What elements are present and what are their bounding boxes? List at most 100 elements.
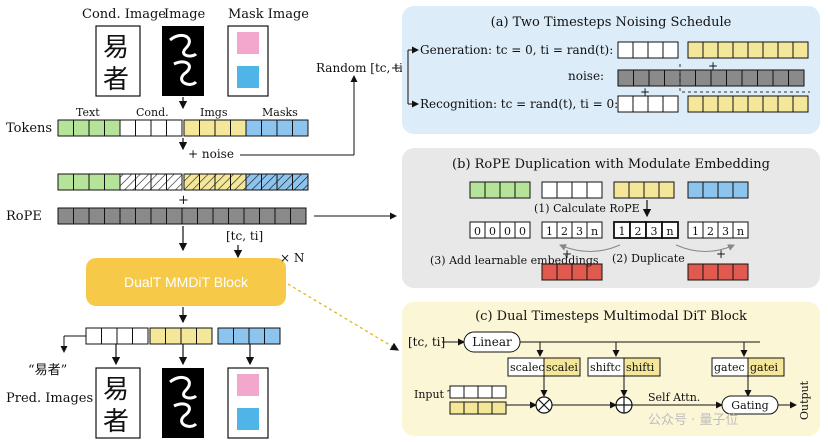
- scale-i-label: scalei: [546, 361, 578, 374]
- scale-i-box: [543, 357, 581, 377]
- pred-images-label: Pred. Images: [6, 391, 93, 406]
- rec-cond-token: [647, 95, 664, 113]
- rope-cell-mask: [732, 221, 749, 239]
- rope-token: [104, 207, 121, 225]
- noise-token: [741, 69, 758, 87]
- rope-cell-cond: [586, 221, 603, 239]
- noise-token: [679, 69, 696, 87]
- cond-image-label: Cond. Image: [82, 7, 166, 22]
- pred-text: “易者”: [28, 363, 67, 378]
- pb-mask-token: [732, 181, 749, 199]
- output-label: Output: [798, 380, 811, 420]
- noise-split-dashed: [679, 64, 810, 93]
- img-noised-token: [214, 173, 231, 191]
- header-text: Text: [76, 106, 100, 119]
- out-img-token: [165, 327, 182, 345]
- noised-token-row: [57, 173, 309, 191]
- pred-calligraphy-glyph: [169, 376, 198, 428]
- panel-b-title: (b) RoPE Duplication with Modulate Embed…: [452, 157, 770, 172]
- self-attn-label: Self Attn.: [648, 391, 700, 404]
- output-token-row: [85, 327, 281, 345]
- rope-token: [57, 207, 74, 225]
- rope-label: RoPE: [6, 209, 42, 224]
- out-mask-token: [264, 327, 281, 345]
- rope-cell-cond-label: n: [591, 225, 598, 238]
- input-img-token: [463, 401, 479, 415]
- out-cond-token: [101, 327, 118, 345]
- input-cond-token: [449, 385, 465, 399]
- dualt-block-label: DualT MMDiT Block: [124, 274, 249, 290]
- gate-i-label: gatei: [750, 361, 779, 374]
- zero-cell-label: 0: [504, 225, 511, 238]
- rope-cell-img: [661, 221, 679, 239]
- pb-mask-token: [717, 181, 734, 199]
- text-token: [73, 119, 90, 137]
- out-cond-token: [116, 327, 133, 345]
- text-token: [88, 173, 105, 191]
- img-token: [214, 119, 231, 137]
- dualt-mmdit-block: [86, 258, 286, 306]
- noise-token: [788, 69, 805, 87]
- rec-img-token: [792, 95, 809, 113]
- duplicate-label: (2) Duplicate: [612, 252, 685, 265]
- img-noised-token: [230, 173, 247, 191]
- noise-token: [617, 69, 634, 87]
- cond-image: [95, 25, 141, 97]
- mask-token: [292, 119, 309, 137]
- gen-cond-token: [617, 41, 634, 59]
- gen-img-token: [732, 41, 749, 59]
- gate-i-box: [747, 357, 785, 377]
- pred-cond-image: [95, 367, 141, 439]
- gen-img-token: [717, 41, 734, 59]
- gen-img-token: [702, 41, 719, 59]
- recognition-label: Recognition: tc = rand(t), ti = 0:: [420, 97, 618, 111]
- rope-cell-img-label: 2: [635, 225, 642, 238]
- rec-cond-token: [617, 95, 634, 113]
- rope-cell-mask-label: 1: [692, 225, 699, 238]
- header-masks: Masks: [262, 106, 298, 119]
- rope-token: [181, 207, 198, 225]
- rope-cell-cond-label: 3: [576, 225, 583, 238]
- gen-cond-token: [662, 41, 679, 59]
- input-img-token: [477, 401, 493, 415]
- calc-rope-label: (1) Calculate RoPE: [534, 202, 640, 215]
- pred-char-1: 易: [103, 375, 129, 405]
- tc-ti-c: [tc, ti]: [408, 335, 445, 349]
- text-token: [104, 119, 121, 137]
- mask-noised-token: [261, 173, 278, 191]
- rope-cell-cond-label: 2: [561, 225, 568, 238]
- pb-text-token: [484, 181, 501, 199]
- plus-sign: +: [178, 193, 189, 208]
- plus-rec: +: [640, 85, 650, 99]
- rope-token: [274, 207, 291, 225]
- zero-cell-label: 0: [519, 225, 526, 238]
- pb-cond-token: [586, 181, 603, 199]
- noise-token: [633, 69, 650, 87]
- out-cond-token: [132, 327, 149, 345]
- gen-img-token: [762, 41, 779, 59]
- plus-b1: +: [562, 247, 572, 261]
- rope-cell-mask-label: n: [737, 225, 744, 238]
- pb-cond-token: [556, 181, 573, 199]
- rope-cell-cond-label: 1: [546, 225, 553, 238]
- out-cond-token: [85, 327, 102, 345]
- shift-i-box: [623, 357, 661, 377]
- mask-pink: [237, 32, 259, 54]
- shift-c-label: shiftc: [590, 361, 621, 374]
- rec-img-token: [747, 95, 764, 113]
- rope-cell-img-label: 3: [651, 225, 658, 238]
- pb-img-token: [643, 181, 660, 199]
- rope-cell-img-label: 1: [619, 225, 626, 238]
- pb-cond-token: [541, 181, 558, 199]
- out-mask-token: [248, 327, 265, 345]
- gen-img-token: [792, 41, 809, 59]
- img-noised-token: [183, 173, 200, 191]
- out-img-token: [196, 327, 213, 345]
- rope-cell-mask-label: 3: [722, 225, 729, 238]
- text-token: [57, 119, 74, 137]
- rope-token: [212, 207, 229, 225]
- generation-label: Generation: tc = 0, ti = rand(t):: [420, 43, 613, 57]
- add-embed-label: (3) Add learnable embeddings: [430, 254, 599, 267]
- gate-c-label: gatec: [714, 361, 745, 374]
